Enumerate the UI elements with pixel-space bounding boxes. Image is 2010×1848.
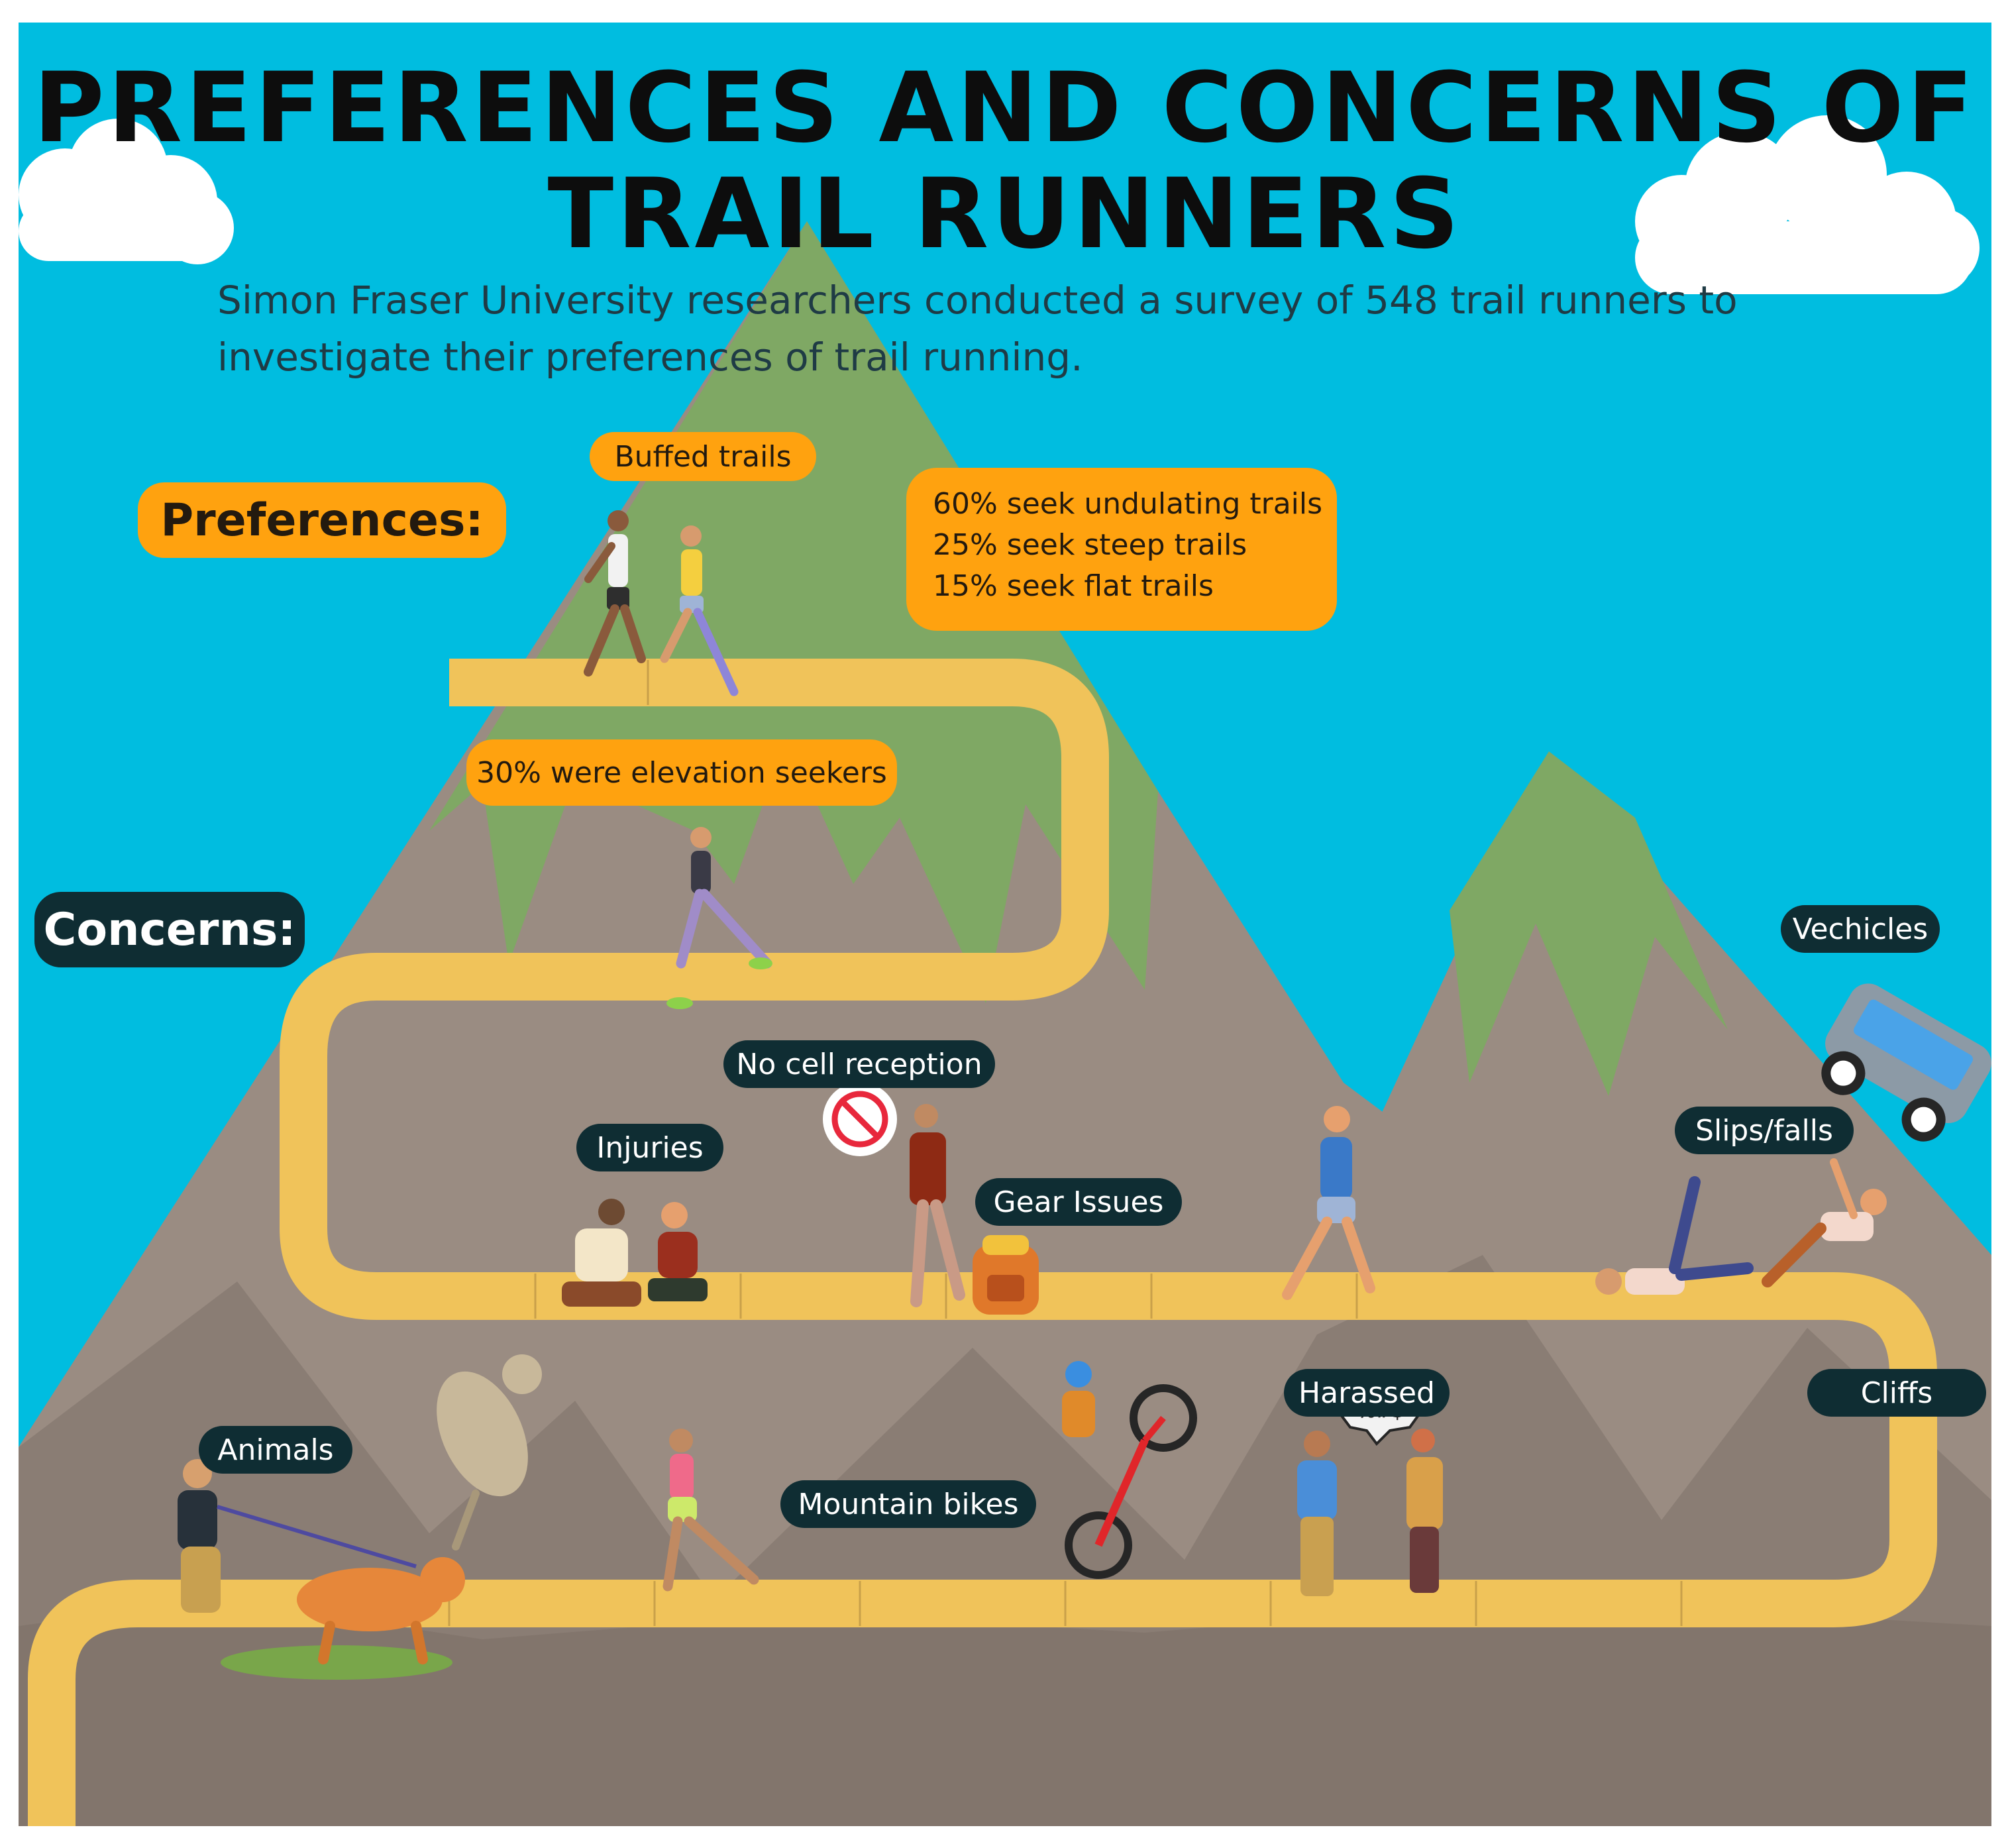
stat-steep: 25% seek steep trails bbox=[933, 528, 1247, 562]
no-signal-icon bbox=[823, 1082, 897, 1156]
subtitle-line1: Simon Fraser University researchers cond… bbox=[217, 278, 1738, 323]
cloud-left bbox=[19, 119, 234, 264]
runner-lower-icon bbox=[662, 1429, 759, 1592]
mountain-biker-icon bbox=[1062, 1361, 1197, 1579]
concerns-heading: Concerns: bbox=[34, 892, 305, 967]
dog-walker-icon bbox=[178, 1459, 465, 1680]
injured-people-icon bbox=[562, 1199, 708, 1307]
buffed-trails-label: Buffed trails bbox=[590, 432, 816, 481]
stat-flat: 15% seek flat trails bbox=[933, 569, 1214, 603]
runners-pair-icon bbox=[584, 510, 739, 696]
runner-man-icon bbox=[1282, 1106, 1375, 1300]
concern-mountain-bikes: Mountain bikes bbox=[780, 1480, 1036, 1528]
concern-cliffs: Cliffs bbox=[1807, 1369, 1986, 1417]
backpack-icon bbox=[973, 1235, 1039, 1315]
trail-type-stats: 60% seek undulating trails 25% seek stee… bbox=[906, 468, 1337, 631]
subtitle: Simon Fraser University researchers cond… bbox=[217, 272, 1874, 386]
concern-slips-falls: Slips/falls bbox=[1675, 1107, 1854, 1154]
page-title-line1: PREFERENCES AND CONCERNS OF bbox=[33, 52, 1977, 164]
stat-undulating: 60% seek undulating trails bbox=[933, 487, 1323, 521]
page-title-line2: TRAIL RUNNERS bbox=[547, 158, 1463, 270]
cougar-icon bbox=[437, 1354, 542, 1550]
infographic: %#$ PREFERENCES AND CONCERNS OF TRAIL RU… bbox=[19, 23, 1991, 1826]
trail-path bbox=[28, 659, 1937, 1826]
subtitle-line2: investigate their preferences of trail r… bbox=[217, 335, 1083, 380]
concern-animals: Animals bbox=[199, 1426, 352, 1474]
concern-vehicles: Vechicles bbox=[1781, 905, 1940, 953]
trail-segments bbox=[448, 660, 1683, 1626]
concern-gear-issues: Gear Issues bbox=[975, 1178, 1182, 1226]
concern-no-cell-reception: No cell reception bbox=[723, 1040, 995, 1088]
mountain-scene: %#$ bbox=[19, 23, 1991, 1826]
vehicle-icon bbox=[1821, 983, 1991, 1142]
falling-people-icon bbox=[1595, 1158, 1887, 1295]
phone-user-icon bbox=[910, 1104, 965, 1307]
preferences-heading: Preferences: bbox=[138, 482, 506, 558]
foothills bbox=[19, 1255, 1991, 1826]
concern-injuries: Injuries bbox=[576, 1124, 723, 1171]
elevation-seekers-label: 30% were elevation seekers bbox=[466, 739, 897, 806]
runner-woman-icon bbox=[666, 827, 772, 1009]
cloud-right bbox=[1635, 115, 1980, 294]
concern-harassed: Harassed bbox=[1284, 1369, 1450, 1417]
